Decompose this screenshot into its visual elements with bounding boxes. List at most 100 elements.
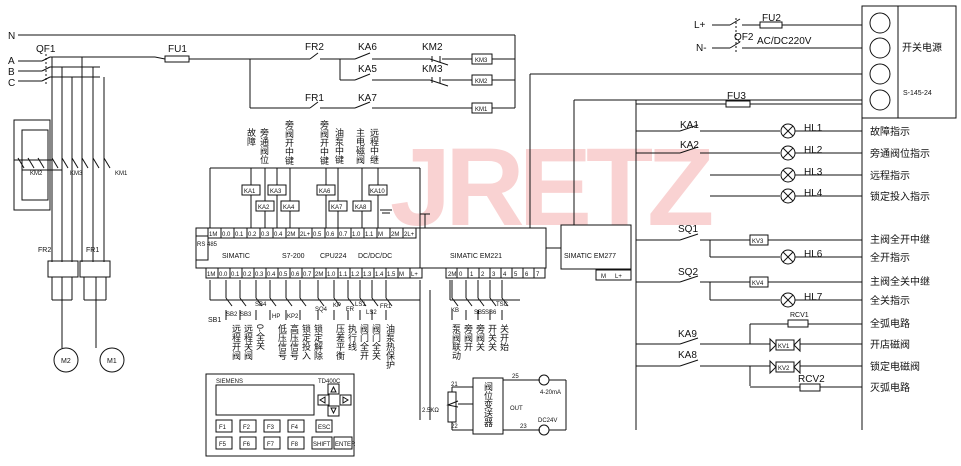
svg-text:KM1: KM1	[115, 171, 128, 177]
bottom-terminal: L+	[411, 272, 418, 278]
input-switches: SB1 SB2 SB3 SB4 HP KP2 SQ4 KP FR LS1 LS2…	[208, 280, 509, 324]
top-terminal: 2M	[391, 232, 399, 238]
label-kp: KP	[333, 303, 341, 309]
relay-ka1: KA1	[241, 184, 261, 196]
em221-terminal: 1	[470, 272, 474, 278]
valve-position-transmitter: 阀位变送器 21 22 2.5KΩ OUT 25 23 4-20mA DC24V	[422, 374, 567, 436]
td-down-key[interactable]	[327, 405, 340, 417]
label-sb6: SB6	[485, 310, 497, 316]
bottom-terminal: 0.0	[219, 272, 228, 278]
input-label: 0-全关	[255, 324, 265, 351]
top-label-2: 旁通阀位	[259, 127, 269, 165]
label-fr1: FR1	[86, 247, 99, 254]
svg-text:KM2: KM2	[30, 171, 43, 177]
contactor-km1: KM1	[81, 157, 128, 177]
thermal-relay-fr2	[47, 260, 79, 278]
td-f-key[interactable]	[215, 419, 233, 433]
td-up-key[interactable]	[327, 383, 340, 395]
label-fu1: FU1	[168, 44, 187, 55]
psu-label: 开关电源	[902, 41, 942, 54]
input-label: 低压信号	[277, 323, 287, 361]
input-label: 锁定解除	[313, 323, 323, 360]
svg-text:KV3: KV3	[752, 239, 764, 245]
relay-ka3: KA3	[267, 184, 287, 196]
svg-text:25: 25	[512, 374, 519, 380]
label-kp2: KP2	[287, 314, 299, 320]
label-fr1-ctrl: FR1	[305, 93, 324, 104]
bottom-terminal: 1M	[207, 272, 215, 278]
svg-text:SHIFT: SHIFT	[313, 442, 331, 448]
lamp-hl2: HL2	[804, 145, 823, 156]
svg-text:KA10: KA10	[370, 189, 385, 195]
em221-terminal: 6	[525, 272, 529, 278]
label-b: B	[8, 67, 15, 78]
td-f-key[interactable]	[263, 436, 281, 450]
plc-block: KA1 KA2 KA3 KA4 KA6 KA7 KA8 KA10	[195, 119, 632, 420]
em221-label: SIMATIC EM221	[450, 253, 502, 260]
svg-text:DC24V: DC24V	[538, 418, 557, 424]
td-enter-key[interactable]	[333, 436, 353, 450]
lamp-hl4: HL4	[804, 188, 823, 199]
label-ka9: KA9	[678, 329, 697, 340]
td-f-key[interactable]	[287, 419, 305, 433]
td-left-key[interactable]	[317, 394, 330, 406]
terminal-4-20ma	[538, 374, 550, 386]
td-model: TD400C	[318, 379, 341, 385]
label-ka2: KA2	[680, 140, 699, 151]
terminal-dc24v	[538, 424, 550, 436]
plc-em221	[419, 227, 547, 269]
out-label-9: 全弧电路	[870, 317, 910, 330]
td-f-key[interactable]	[215, 436, 233, 450]
input-label: 关开始	[499, 323, 509, 352]
td-esc-key[interactable]	[315, 419, 333, 433]
input-label: 执行线	[347, 323, 357, 351]
label-qf2: QF2	[734, 32, 754, 43]
psu-label-box	[897, 5, 957, 119]
label-ls1: LS1	[355, 302, 366, 308]
lamp-hl3: HL3	[804, 167, 823, 178]
input-label: 压差平衡	[335, 324, 345, 361]
td-f-key[interactable]	[239, 419, 257, 433]
bottom-terminal: 1.1	[339, 272, 348, 278]
svg-text:F6: F6	[243, 442, 251, 448]
top-terminal: 0.3	[261, 232, 270, 238]
em221-terminal: 5	[514, 272, 518, 278]
svg-text:F7: F7	[267, 442, 275, 448]
label-ka6: KA6	[358, 42, 377, 53]
td-display	[215, 384, 315, 416]
svg-text:F3: F3	[267, 425, 275, 431]
em221-terminal: 3	[492, 272, 496, 278]
td-f-key[interactable]	[263, 419, 281, 433]
power-supply: L+ N- FU2 QF2 AC/DC220V 开关电源 S-145-24	[694, 5, 957, 119]
label-fr2: FR2	[38, 247, 51, 254]
td-f-key[interactable]	[239, 436, 257, 450]
td-shift-key[interactable]	[311, 436, 333, 450]
label-rcv1: RCV1	[790, 312, 809, 319]
label-nminus: N-	[696, 43, 707, 54]
label-tsc: TSC	[496, 302, 509, 308]
plc-em277	[560, 224, 632, 270]
svg-text:OUT: OUT	[510, 406, 523, 412]
svg-text:KA7: KA7	[331, 205, 343, 211]
bottom-terminal: 1.3	[363, 272, 372, 278]
out-label-8: 全关指示	[870, 294, 910, 307]
td-right-key[interactable]	[339, 394, 352, 406]
relay-ka6: KA6	[316, 184, 336, 196]
label-fr: FR	[346, 307, 355, 313]
plc-rs485: RS 485	[197, 242, 218, 248]
label-fr1-in: FR1	[380, 304, 392, 310]
top-label-7: 远程中继	[369, 128, 379, 164]
label-sq1: SQ1	[678, 224, 698, 235]
bottom-terminal: 1.5	[387, 272, 396, 278]
input-label: 远程开阀	[231, 324, 241, 361]
svg-text:KV1: KV1	[778, 344, 790, 350]
lamp-hl7: HL7	[804, 292, 823, 303]
top-label-1: 故障	[246, 127, 256, 147]
top-terminal: 0.0	[222, 232, 231, 238]
td-f-key[interactable]	[287, 436, 305, 450]
label-n: N	[8, 31, 15, 42]
bottom-terminal: 0.4	[267, 272, 276, 278]
label-hp: HP	[272, 314, 280, 320]
